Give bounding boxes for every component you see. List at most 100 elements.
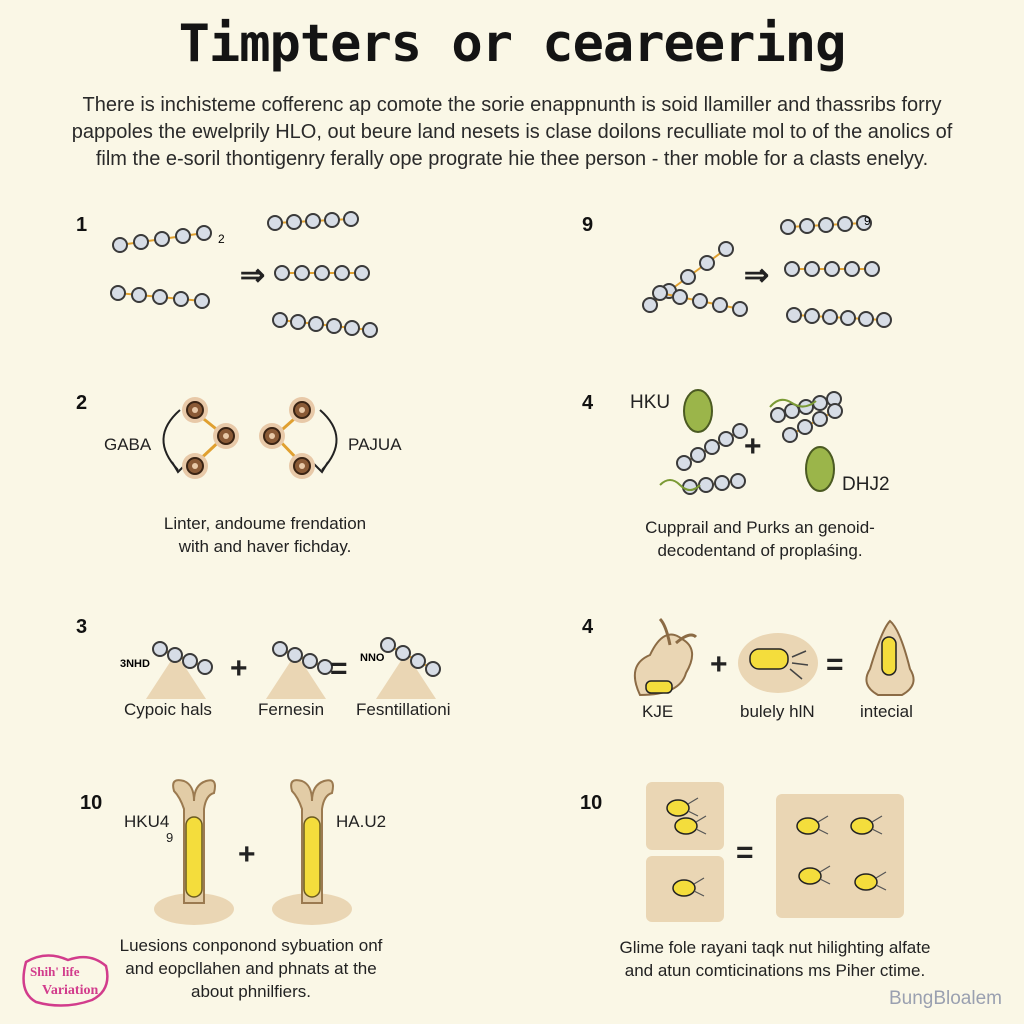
step-number-3: 2 bbox=[76, 392, 88, 414]
caption-line: Luesions conponond sybuation onf bbox=[119, 936, 383, 955]
formula-diagram-4 bbox=[633, 617, 915, 697]
bead bbox=[812, 395, 828, 411]
caption-line: and eopcllahen and phnats at the bbox=[125, 959, 377, 978]
bead bbox=[692, 293, 708, 309]
caption-line: Linter, andoume frendation bbox=[163, 514, 367, 533]
bead bbox=[344, 320, 360, 336]
ring-node bbox=[182, 453, 208, 479]
bead bbox=[782, 427, 798, 443]
bead bbox=[317, 659, 333, 675]
bead bbox=[770, 407, 786, 423]
step-number-7: 10 bbox=[80, 792, 103, 814]
bead bbox=[714, 475, 730, 491]
bead-chain-curl-2 bbox=[682, 473, 746, 495]
bead-chain-zigzag-2 bbox=[652, 285, 748, 317]
bead bbox=[395, 645, 411, 661]
brand-line-1: Shih' life bbox=[30, 964, 80, 979]
bead bbox=[680, 269, 696, 285]
intro-line-3: film the e-soril thontigenry ferally ope… bbox=[95, 148, 929, 170]
bead bbox=[642, 297, 658, 313]
cycle-arrow-right bbox=[319, 409, 338, 471]
label-intecial: intecial bbox=[860, 702, 913, 721]
bead bbox=[712, 297, 728, 313]
mound-3 bbox=[376, 653, 436, 699]
bead bbox=[410, 653, 426, 669]
bead bbox=[844, 261, 860, 277]
bead bbox=[698, 477, 714, 493]
stamen-left bbox=[154, 779, 234, 925]
bead bbox=[152, 641, 168, 657]
seed bbox=[666, 797, 699, 817]
mound-1 bbox=[146, 653, 206, 699]
bead bbox=[690, 447, 706, 463]
green-cell-left bbox=[683, 389, 713, 433]
bead-chain-upper-2 bbox=[782, 403, 843, 443]
step-number-2: 9 bbox=[582, 214, 594, 236]
bead bbox=[294, 265, 310, 281]
bead bbox=[267, 215, 283, 231]
hku4-sublabel: 9 bbox=[166, 830, 174, 845]
bead-chain-curl bbox=[676, 423, 748, 471]
cell-fusion-diagram bbox=[659, 389, 843, 495]
seed bbox=[850, 815, 883, 835]
bead bbox=[290, 314, 306, 330]
mound-2 bbox=[266, 653, 326, 699]
intro-line-2: pappoles the ewelprily HLO, out beure la… bbox=[71, 121, 953, 143]
bead bbox=[110, 285, 126, 301]
label-bulely-hln: bulely hlN bbox=[740, 702, 815, 721]
bead bbox=[425, 661, 441, 677]
bead bbox=[308, 316, 324, 332]
step-number-4: 4 bbox=[582, 392, 594, 414]
bead bbox=[354, 265, 370, 281]
caption-tile-fusion: Glime fole rayani taqk nut hilighting al… bbox=[600, 936, 950, 982]
bead-chain-right-3 bbox=[272, 312, 378, 338]
arrow-2: ⇒ bbox=[744, 259, 770, 292]
plus-operator: + bbox=[710, 648, 728, 681]
hku-label: HKU bbox=[630, 392, 671, 413]
bead-chain-right-1 bbox=[780, 215, 872, 235]
intro-line-1: There is inchisteme cofferenc ap comote … bbox=[82, 94, 942, 116]
green-cell-right bbox=[805, 446, 835, 492]
bead bbox=[804, 308, 820, 324]
bead bbox=[112, 237, 128, 253]
bead bbox=[864, 261, 880, 277]
page-title: Timpters or ceareering bbox=[178, 14, 847, 74]
bead bbox=[173, 291, 189, 307]
seed bbox=[854, 871, 887, 891]
bead bbox=[676, 455, 692, 471]
chain-diagram-2: 9 bbox=[642, 214, 892, 328]
chain-diagram-1: 2 bbox=[110, 211, 378, 338]
superscript-9: 9 bbox=[864, 214, 871, 228]
bead bbox=[786, 307, 802, 323]
bead bbox=[343, 211, 359, 227]
bead bbox=[196, 225, 212, 241]
plus-operator: + bbox=[230, 652, 248, 685]
bead bbox=[784, 261, 800, 277]
plus-operator: + bbox=[744, 430, 762, 463]
bead bbox=[718, 431, 734, 447]
bead bbox=[152, 289, 168, 305]
seed bbox=[796, 815, 829, 835]
tile-fusion-diagram bbox=[646, 782, 904, 922]
bead bbox=[286, 214, 302, 230]
bead-chain-right-1 bbox=[267, 211, 359, 231]
bead bbox=[812, 411, 828, 427]
bead bbox=[824, 261, 840, 277]
ring-node bbox=[182, 397, 208, 423]
caption-line: with and haver fichday. bbox=[178, 537, 352, 556]
bead bbox=[682, 479, 698, 495]
bead-cluster-3 bbox=[380, 637, 441, 677]
bead-cluster-1 bbox=[152, 641, 213, 675]
bead bbox=[133, 234, 149, 250]
bead-chain-right-3 bbox=[786, 307, 892, 328]
bead bbox=[194, 293, 210, 309]
dhj2-label: DHJ2 bbox=[842, 474, 890, 495]
brand-logo: Shih' life Variation bbox=[22, 954, 109, 1007]
intro-paragraph: There is inchisteme cofferenc ap comote … bbox=[60, 92, 964, 173]
equals-operator: = bbox=[736, 836, 754, 869]
caption-line: and atun comticinations ms Piher ctime. bbox=[624, 961, 926, 980]
step-number-5: 3 bbox=[76, 616, 88, 638]
bead bbox=[305, 213, 321, 229]
bead bbox=[274, 265, 290, 281]
bead bbox=[272, 312, 288, 328]
